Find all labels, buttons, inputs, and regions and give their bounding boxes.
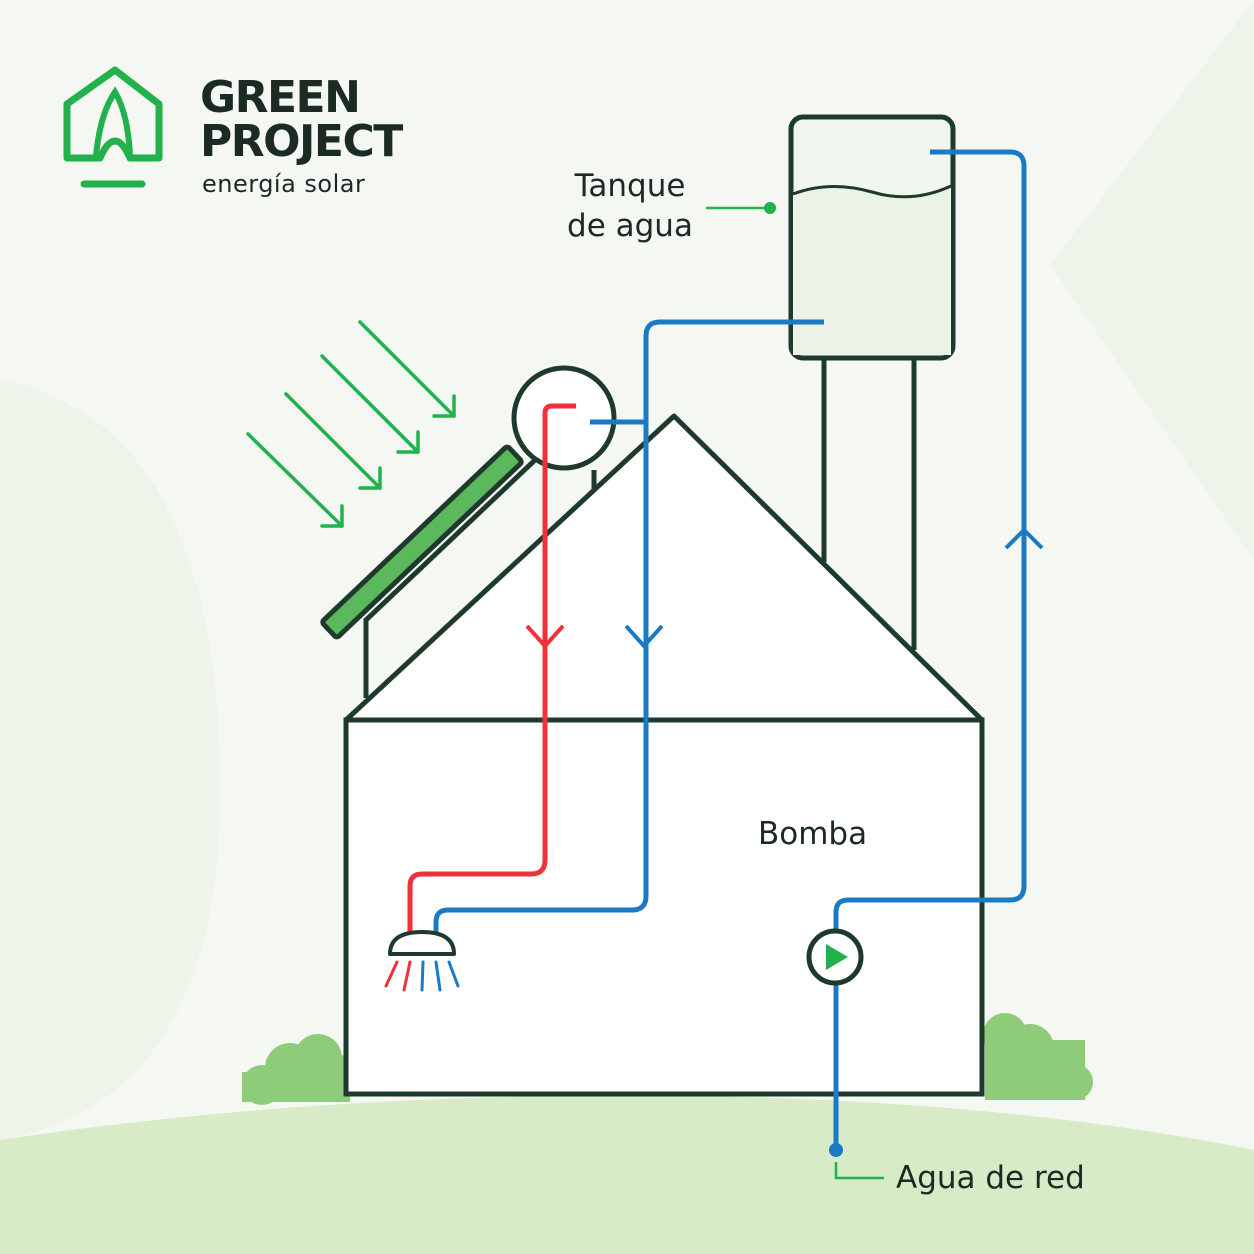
flow-arrow-icon xyxy=(1004,528,1044,550)
hot-water-pipe xyxy=(407,403,576,936)
pump-label: Bomba xyxy=(758,816,868,852)
flow-arrow-icon xyxy=(624,624,664,648)
brand-title: GREEN PROJECT xyxy=(200,72,403,167)
pump-icon xyxy=(806,928,864,986)
thermosiphon-drum xyxy=(511,365,617,471)
tank-label-leader xyxy=(706,202,776,214)
house-leaf-logo-icon xyxy=(63,66,163,188)
background-shape xyxy=(880,0,1254,560)
tank-label: Tanque de agua xyxy=(567,168,693,244)
tank-stand xyxy=(821,358,917,650)
tank-water-fill xyxy=(793,186,951,355)
mains-water-label: Agua de red xyxy=(896,1160,1085,1196)
brand-subtitle: energía solar xyxy=(202,170,366,198)
mains-supply-pipe xyxy=(833,149,1027,1150)
brand-logo: GREEN PROJECT energía solar xyxy=(60,62,480,202)
cold-water-pipe xyxy=(433,319,824,936)
grass-ground xyxy=(0,1095,1254,1254)
tank-water-level xyxy=(792,184,952,199)
roof-back-slope xyxy=(363,406,592,698)
mains-label-leader xyxy=(834,1162,884,1180)
background-shape xyxy=(0,380,221,1140)
house-body xyxy=(343,717,985,1097)
flow-arrow-icon xyxy=(525,624,565,648)
shower-head-icon xyxy=(384,930,460,992)
solar-panel xyxy=(320,444,524,640)
house-roof xyxy=(343,413,985,723)
bush-right xyxy=(983,1013,1093,1100)
sun-ray-arrow-icon xyxy=(246,320,456,528)
mains-inlet-dot xyxy=(829,1143,843,1157)
